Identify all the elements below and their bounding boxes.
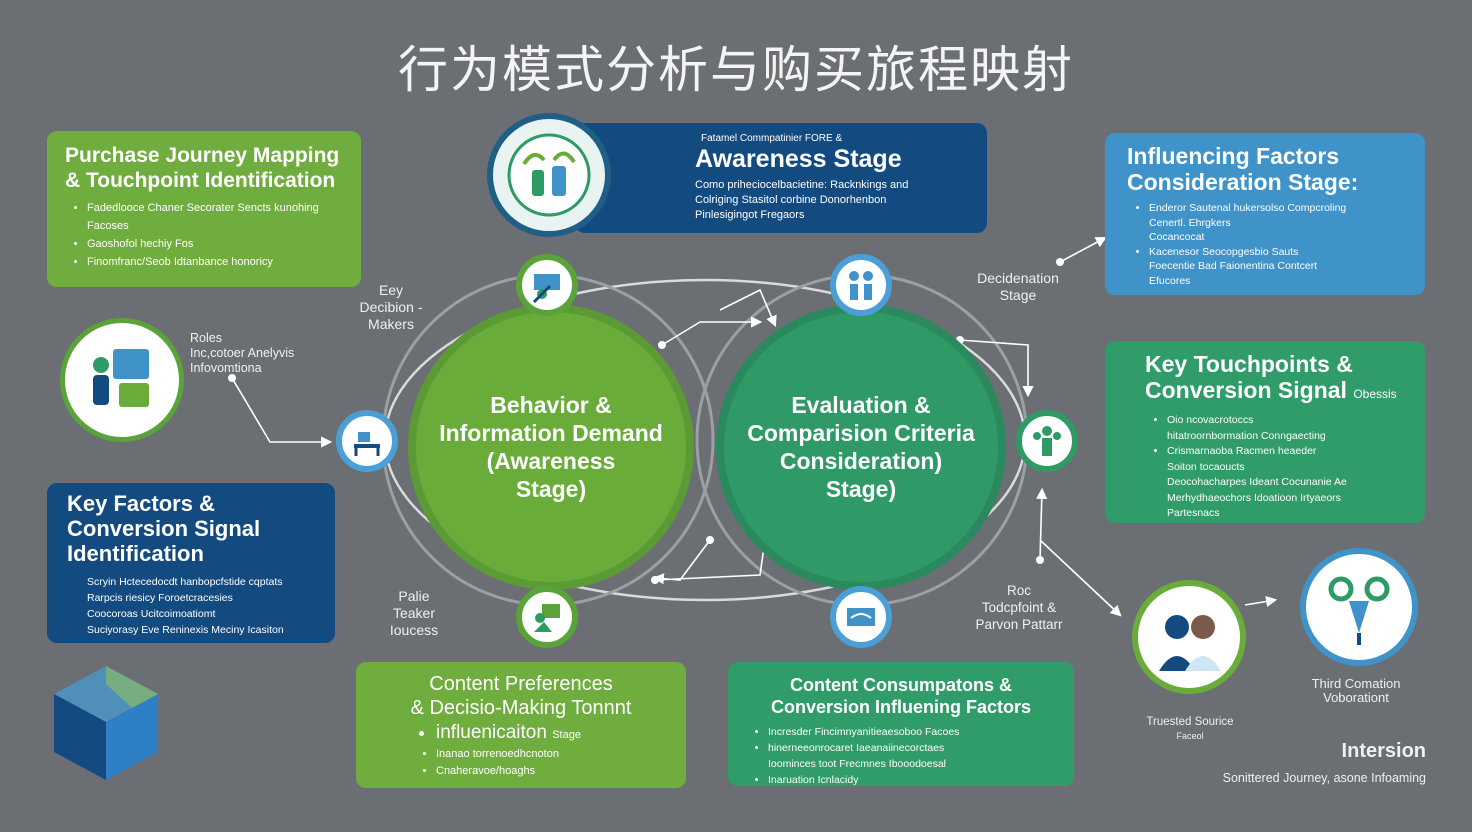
label-roc-touchpoint: Roc Todcpfoint & Parvon Pattarr	[975, 583, 1063, 632]
card-keyfactors-heading: Key Factors & Conversion Signal Identifi…	[67, 491, 261, 566]
label-trusted-source-sub: Faceol	[1176, 731, 1204, 741]
group-icon	[1033, 426, 1061, 456]
page-title: 行为模式分析与购买旅程映射	[398, 41, 1074, 99]
list-item: Fadedlooce Chaner Secorater Sencts kunoh…	[87, 199, 343, 217]
card-touchpoints-heading-text: Key Touchpoints & Conversion Signal	[1145, 351, 1353, 403]
card-content-preferences: Content Preferences & Decisio-Making Ton…	[356, 662, 686, 788]
list-item: Coocoroas Ucitcoimoatiomt	[87, 608, 216, 620]
list-item: Enderor Sautenal hukersolso Compcroling	[1149, 201, 1403, 216]
desk-icon	[354, 432, 380, 456]
list-item: Oio ncovacrotoccs	[1167, 413, 1403, 429]
list-item: Suciyorasy Eve Reninexis Meciny Icasiton	[87, 624, 284, 636]
list-item: hitatroornbormation Conngaecting	[1167, 429, 1326, 442]
list-item: Kacenesor Seocopgesbio Sauts	[1149, 245, 1403, 260]
node-bottom-left	[516, 586, 578, 648]
label-intersion-sub: Sonittered Journey, asone Infoaming	[1222, 771, 1426, 785]
conversation-icon	[1159, 615, 1221, 671]
list-item: Crismarnaoba Racmen heaeder	[1167, 444, 1403, 460]
card-journey-mapping: Purchase Journey Mapping & Touchpoint Id…	[47, 131, 361, 287]
label-roles: Roles Inc,cotoer Anelyvis Infovomtiona	[190, 331, 295, 375]
list-item: Facoses	[87, 220, 129, 232]
card-touchpoints-heading: Key Touchpoints & Conversion Signal Obes…	[1145, 351, 1403, 407]
card-key-factors: Key Factors & Conversion Signal Identifi…	[47, 483, 335, 643]
card-journey-list: Fadedlooce Chaner Secorater Sencts kunoh…	[65, 199, 343, 271]
card-keyfactors-lines: Scryin Hctecedocdt hanbopcfstide cqptats…	[67, 574, 315, 638]
card-awareness-subtitle: Fatamel Commpatinier FORE &	[701, 133, 843, 144]
card-journey-heading: Purchase Journey Mapping & Touchpoint Id…	[65, 144, 340, 192]
person-screen-icon	[534, 604, 560, 632]
list-item: Scryin Hctecedocdt hanbopcfstide cqptats	[87, 576, 283, 588]
list-item: Inanao torrenoedhcnoton	[436, 746, 666, 763]
label-role-taker: Palie Teaker Ioucess	[389, 588, 439, 638]
list-item: Soiton tocaoucts	[1167, 460, 1245, 473]
card-awareness-heading: Awareness Stage	[695, 145, 902, 173]
card-content-consumption: Content Consumpatons & Conversion Influe…	[728, 662, 1074, 786]
label-key-decision-makers: Eey Decibion - Makers	[359, 282, 423, 332]
list-item: Cenertl. Ehrgkers	[1149, 216, 1231, 229]
analyst-icon-badge	[60, 318, 184, 442]
node-left	[336, 410, 398, 472]
list-item: Efucores	[1149, 274, 1191, 287]
cube-logo-icon	[54, 666, 158, 780]
sprout-team-icon	[507, 133, 591, 217]
analyst-icon	[93, 349, 149, 407]
list-item: Inaruation Icnlacidy	[768, 772, 1056, 788]
list-item: Rarpcis riesicy Foroetcracesies	[87, 592, 233, 604]
card-key-touchpoints: Key Touchpoints & Conversion Signal Obes…	[1105, 341, 1425, 523]
card-awareness-lines: Como priheciocelbacietine: Racknkings an…	[695, 178, 973, 223]
list-item: Deocohacharpes Ideant Cocunanie Ae	[1167, 476, 1347, 488]
list-item-suffix: Stage	[552, 729, 581, 741]
card-contentcons-list: Incresder Fincimnyanitieaesoboo Facoes h…	[746, 724, 1056, 788]
label-trusted-source: Truested Sourice	[1146, 716, 1234, 728]
list-item: Cnaheravoe/hoaghs	[436, 763, 666, 780]
card-influencing-heading: Influencing Factors Consideration Stage:	[1127, 143, 1359, 195]
list-item: hinerneeonrocaret Iaeanaiinecorctaes	[768, 740, 1056, 756]
trusted-source-icon-badge	[1132, 580, 1246, 694]
card-awareness-stage: Fatamel Commpatinier FORE & Awareness St…	[575, 123, 987, 233]
card-influencing-list: Enderor Sautenal hukersolso Compcroling …	[1127, 201, 1403, 288]
list-item-text: influenicaiton	[436, 722, 547, 743]
list-item: Partesnacs	[1167, 507, 1220, 519]
label-decision-stage: Decidenation Stage	[977, 270, 1059, 303]
node-top-left	[516, 254, 578, 316]
label-intersion: Intersion	[1341, 740, 1426, 762]
awareness-icon-badge	[487, 113, 611, 237]
card-contentpref-heading: Content Preferences & Decisio-Making Ton…	[410, 673, 632, 719]
label-third-comation: Third Comation Voborationt	[1311, 676, 1401, 705]
node-bottom-right	[830, 586, 892, 648]
list-item: Ioominces toot Frecmnes Ibooodoesal	[768, 758, 947, 770]
map-icon	[847, 608, 875, 626]
third-party-icon-badge	[1300, 548, 1418, 666]
node-right	[1016, 410, 1078, 472]
person-chart-icon	[532, 274, 560, 304]
list-item: Cocancocat	[1149, 231, 1205, 243]
list-item: Foecentie Bad Faionentina Contcert	[1149, 260, 1318, 272]
card-touchpoints-heading-suffix: Obessis	[1353, 387, 1397, 401]
card-influencing-factors: Influencing Factors Consideration Stage:…	[1105, 133, 1425, 295]
list-item: Finomfranc/Seob Idtanbance honoricy	[87, 253, 343, 271]
list-item: Pinlesigingot Fregaors	[695, 209, 805, 221]
list-item: Gaoshofol hechiy Fos	[87, 235, 343, 253]
card-contentcons-heading: Content Consumpatons & Conversion Influe…	[770, 675, 1032, 717]
list-item: Incresder Fincimnyanitieaesoboo Facoes	[768, 724, 1056, 740]
list-item: Colriging Stasitol corbine Donorhenbon	[695, 194, 887, 206]
node-top-right	[830, 254, 892, 316]
card-contentpref-list: influenicaiton Stage Inanao torrenoedhcn…	[376, 722, 666, 780]
team-icon	[849, 271, 873, 300]
circle-evaluation-consideration: Evaluation & Comparision Criteria Consid…	[716, 304, 1006, 590]
card-touchpoints-list: Oio ncovacrotoccs hitatroornbormation Co…	[1145, 413, 1403, 522]
circle-behavior-awareness: Behavior & Information Demand (Awareness…	[408, 304, 694, 590]
list-item: Merhydhaeochors Idoatioon Irtyaeors	[1167, 491, 1341, 504]
list-item: influenicaiton Stage	[436, 722, 666, 746]
network-icon	[1328, 576, 1390, 645]
list-item: Como priheciocelbacietine: Racknkings an…	[695, 179, 909, 191]
